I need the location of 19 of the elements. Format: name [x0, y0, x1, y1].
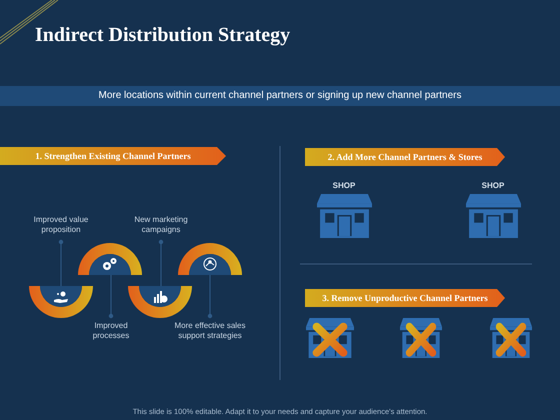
shop-sign: SHOP — [480, 181, 506, 190]
leader-text: Improved value proposition — [25, 215, 97, 237]
leader-text: New marketing campaigns — [125, 215, 197, 237]
title: Indirect Distribution Strategy — [35, 24, 290, 47]
leader-line — [208, 274, 212, 318]
leader-line — [108, 274, 114, 318]
leader-text: Improved processes — [76, 321, 146, 343]
section-banner: 3. Remove Unproductive Channel Partners — [305, 289, 505, 307]
leader-line — [158, 240, 164, 286]
semicircle-badge — [78, 243, 142, 275]
leader-line — [58, 240, 64, 286]
semicircle-badge — [128, 286, 192, 318]
leader-text: More effective sales support strategies — [170, 321, 250, 353]
section-banner: 1. Strengthen Existing Channel Partners — [0, 147, 226, 165]
semicircle-badge — [29, 286, 93, 318]
section-banner: 2. Add More Channel Partners & Stores — [305, 148, 505, 166]
subtitle-band: More locations within current channel partners or signing up new channel partners — [0, 86, 560, 106]
shop-sign: SHOP — [332, 181, 356, 190]
semicircle-badge — [178, 243, 242, 275]
